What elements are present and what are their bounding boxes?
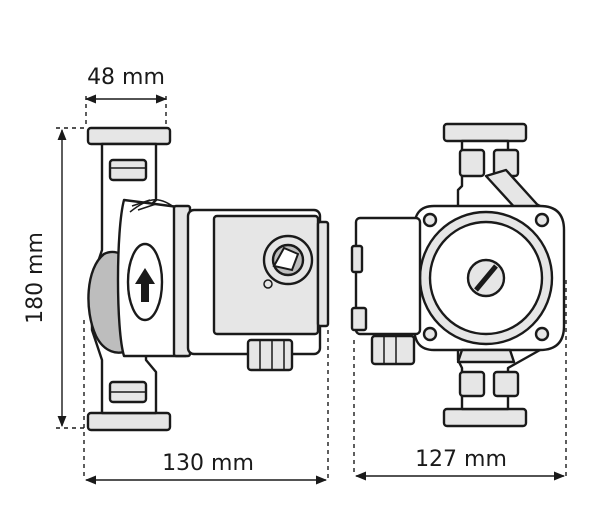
front-top-flange [442, 122, 528, 143]
front-cable-gland [370, 334, 416, 366]
speed-selector-knob [262, 234, 314, 286]
end-cap [316, 220, 330, 328]
dimension-flange-width: 48 mm [84, 65, 168, 126]
cable-gland [246, 338, 294, 372]
label-127mm: 127 mm [415, 447, 507, 472]
corner-screw-tr [534, 212, 550, 228]
dimension-front-width: 127 mm [353, 280, 567, 481]
upper-nut [108, 158, 148, 182]
front-hex-nut-right-bottom [492, 370, 520, 398]
front-side-clip [350, 306, 368, 332]
front-bottom-flange [442, 407, 528, 428]
arrow-up-icon [135, 268, 155, 302]
corner-screw-tl [422, 212, 438, 228]
dimension-side-length: 130 mm [83, 320, 329, 485]
front-terminal-box [354, 216, 422, 336]
front-hex-nut-left-bottom [458, 370, 486, 398]
label-48mm: 48 mm [87, 65, 165, 90]
front-switch [350, 244, 364, 274]
bottom-flange [86, 411, 172, 432]
corner-screw-br [534, 326, 550, 342]
label-130mm: 130 mm [162, 451, 254, 476]
pump-side-view [86, 126, 330, 432]
dimension-height: 180 mm [23, 127, 86, 429]
front-bottom-ring [456, 348, 516, 364]
screw-mark [263, 279, 273, 289]
front-hex-nut-left-top [458, 148, 486, 178]
label-180mm: 180 mm [23, 232, 48, 324]
top-flange [86, 126, 172, 146]
corner-screw-bl [422, 326, 438, 342]
pump-front-view [350, 122, 566, 428]
